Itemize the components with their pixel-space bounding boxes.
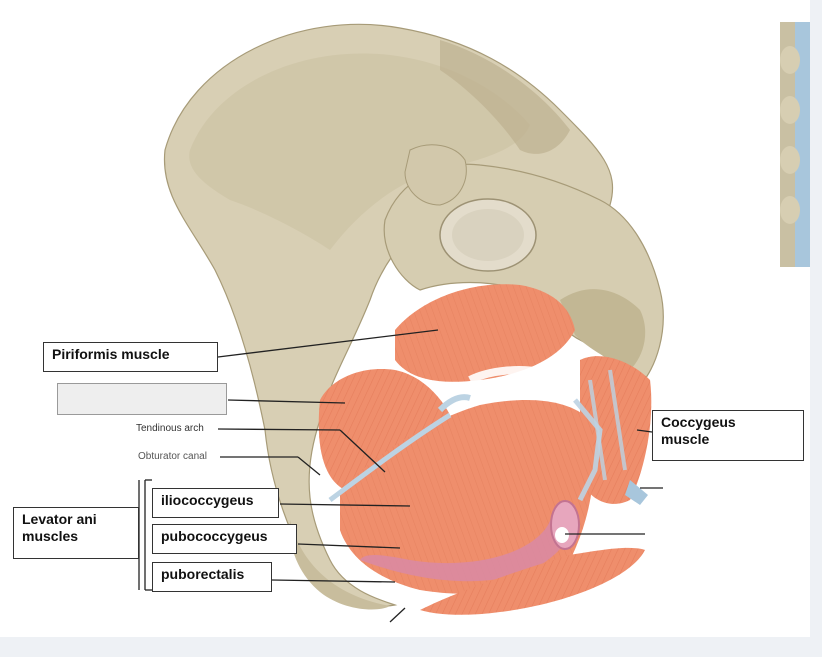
levator-ani-label: Levator ani muscles	[13, 507, 139, 559]
puborectalis-label: puborectalis	[152, 562, 272, 592]
diagram-canvas: Piriformis muscle Tendinous arch Obturat…	[0, 0, 810, 637]
coccygeus-label-line1: Coccygeus	[661, 414, 736, 430]
obturator-internus-shape	[318, 369, 450, 490]
sacrum	[383, 144, 664, 386]
puborectalis-label-text: puborectalis	[161, 566, 245, 582]
coccygeus-label: Coccygeus muscle	[652, 410, 804, 461]
tendinous-arch-text: Tendinous arch	[136, 423, 204, 434]
puborectalis-shape	[360, 500, 580, 582]
levator-ani-label-line2: muscles	[22, 528, 79, 544]
piriformis-label: Piriformis muscle	[43, 342, 218, 372]
levator-bracket	[138, 479, 152, 591]
coccygeus-label-line2: muscle	[661, 431, 710, 447]
lower-muscle-shape	[420, 547, 645, 615]
tendinous-arch-label: Tendinous arch	[136, 423, 204, 434]
spine-detail	[780, 22, 810, 267]
iliococcygeus-label-text: iliococcygeus	[161, 492, 254, 508]
pubococcygeus-label-text: pubococcygeus	[161, 528, 268, 544]
pelvic-floor-illustration	[138, 22, 810, 623]
iliococcygeus-label: iliococcygeus	[152, 488, 279, 518]
obturator-canal-label: Obturator canal	[138, 451, 207, 462]
piriformis-muscle-shape	[395, 284, 575, 384]
piriformis-label-text: Piriformis muscle	[52, 346, 170, 362]
pointer-lines	[217, 329, 663, 623]
pubococcygeus-label: pubococcygeus	[152, 524, 297, 554]
obturator-canal-text: Obturator canal	[138, 451, 207, 462]
blank-label-box[interactable]	[57, 383, 227, 415]
levator-ani-label-line1: Levator ani	[22, 511, 97, 527]
